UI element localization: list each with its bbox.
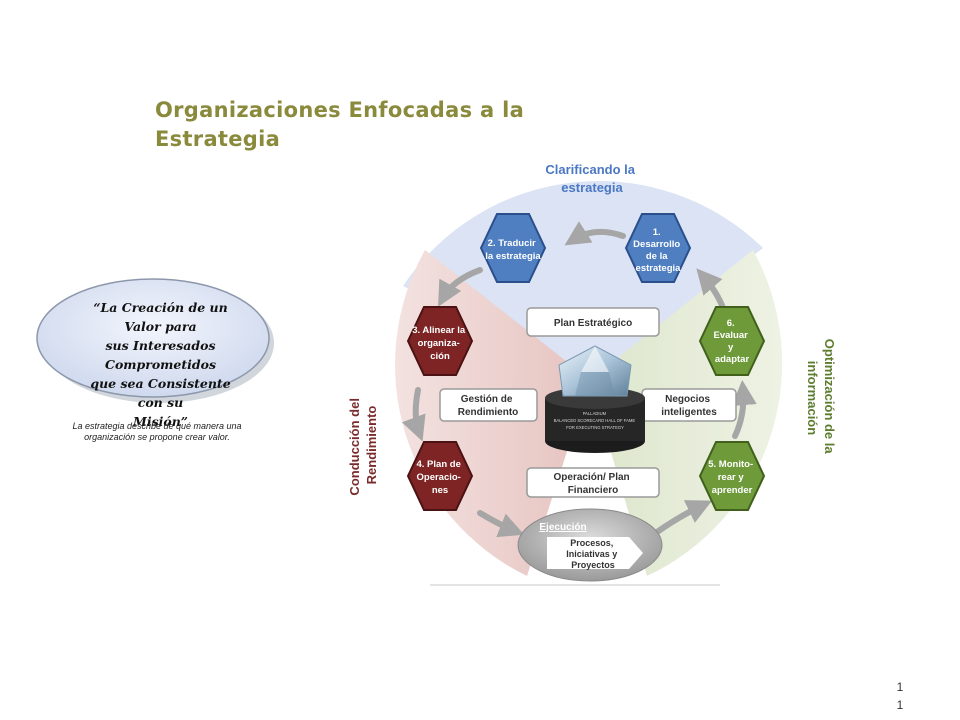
svg-text:4. Plan de Operacio-: 4. Plan de Operacio- nes [417, 459, 464, 496]
page-number-digit: 1 [896, 680, 904, 694]
svg-text:Negocios inteligentes: Negocios inteligentes [661, 394, 717, 418]
svg-text:PALLADIUM BALANCED SCO: PALLADIUM BALANCED SCORECARD HALL OF FAM… [554, 411, 637, 430]
svg-text:Ejecución: Ejecución [539, 522, 586, 533]
caption-line: organización se propone crear valor. [84, 432, 230, 442]
quote-bubble: “La Creación de un Valor para sus Intere… [28, 276, 278, 429]
quote-line: “La Creación de un Valor para [93, 300, 228, 334]
cycle-arrows [401, 221, 757, 538]
gestion-rendimiento-box: Gestión de Rendimiento [439, 388, 538, 422]
strategy-caption: La estrategia describe de qué manera una… [62, 421, 252, 443]
operacion-plan-financiero-box: Operación/ Plan Financiero [526, 467, 660, 498]
quote-line: sus Interesados Comprometidos [105, 338, 216, 372]
palladium-trophy: PALLADIUM BALANCED SCORECARD HALL OF FAM… [545, 345, 645, 453]
svg-text:Procesos, Iniciativas: Procesos, Iniciativas y Proyectos [566, 538, 620, 570]
arrow-ejecucion-to-5 [654, 500, 713, 535]
arrow-3-to-4 [401, 387, 426, 442]
svg-text:3. Alinear la organiza: 3. Alinear la organiza- ción [412, 325, 468, 362]
strategy-cycle-diagram: Clarificando la estrategia Conducción de… [325, 158, 840, 590]
sector-title-top: Clarificando la estrategia [545, 162, 638, 195]
svg-text:Plan Estratégico: Plan Estratégico [554, 318, 632, 329]
arrow-1-to-2 [564, 221, 626, 246]
svg-text:Operación/ Plan Financ: Operación/ Plan Financiero [554, 472, 633, 496]
arrow-2-to-3 [438, 267, 483, 307]
diagram-canvas: Clarificando la estrategia Conducción de… [347, 162, 837, 586]
slide-title-line1: Organizaciones Enfocadas a la [155, 98, 525, 122]
sector-title-left: Conducción del Rendimiento [347, 394, 379, 495]
slide-title-line2: Estrategia [155, 127, 281, 151]
svg-text:1. Desarrollo: 1. Desarrollo de la estrategia [633, 227, 683, 274]
arrow-4-to-ejecucion [477, 510, 525, 538]
svg-text:5. Monito- rear y: 5. Monito- rear y aprender [708, 459, 756, 496]
step-1-hexagon: 1. Desarrollo de la estrategia [624, 213, 692, 283]
arrow-6-to-1 [696, 268, 726, 311]
page-number: 1 1 [893, 678, 907, 714]
quote-text: “La Creación de un Valor para sus Intere… [78, 298, 243, 431]
step-3-hexagon: 3. Alinear la organiza- ción [406, 306, 474, 376]
quote-ellipse [36, 278, 274, 403]
quote-line: Misión” [133, 414, 188, 429]
svg-text:2. Traducir la estrate: 2. Traducir la estrategia [485, 238, 541, 262]
arrow-5-to-6 [731, 379, 757, 439]
step-6-hexagon: 6. Evaluar y adaptar [698, 306, 766, 376]
caption-line: La estrategia describe de qué manera una [72, 421, 242, 431]
page-number-digit: 1 [896, 698, 904, 712]
sector-title-right: Optimización de la información [805, 339, 837, 457]
negocios-inteligentes-box: Negocios inteligentes [641, 388, 737, 422]
step-2-hexagon: 2. Traducir la estrategia [479, 213, 547, 283]
svg-text:6. Evaluar y: 6. Evaluar y adaptar [714, 318, 751, 365]
slide-title: Organizaciones Enfocadas a la Estrategia [155, 96, 595, 154]
plan-estrategico-box: Plan Estratégico [526, 307, 660, 337]
ejecucion-ellipse: Ejecución Procesos, Iniciativas y Proyec… [517, 508, 663, 582]
quote-line: que sea Consistente con su [90, 376, 231, 410]
svg-text:Gestión de Rendimiento: Gestión de Rendimiento [458, 394, 519, 418]
step-4-hexagon: 4. Plan de Operacio- nes [406, 441, 474, 511]
step-5-hexagon: 5. Monito- rear y aprender [698, 441, 766, 511]
